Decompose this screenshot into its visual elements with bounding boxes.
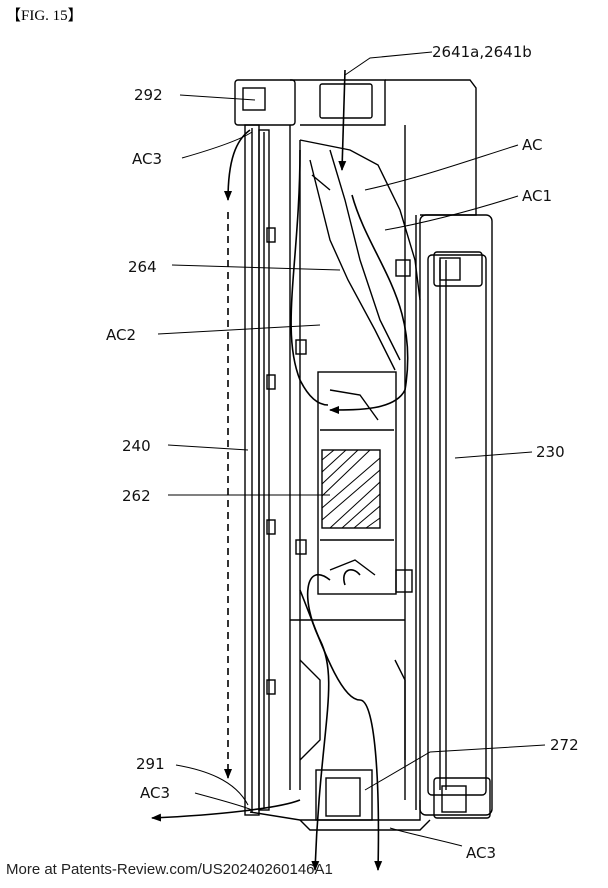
label-ac1: AC1 [522, 187, 552, 205]
label-ac3-top: AC3 [132, 150, 162, 168]
label-240: 240 [122, 437, 151, 455]
label-264: 264 [128, 258, 157, 276]
label-230: 230 [536, 443, 565, 461]
label-262: 262 [122, 487, 151, 505]
label-ac3-bottom-right: AC3 [466, 844, 496, 862]
housing-structure [234, 79, 493, 831]
label-ac2: AC2 [106, 326, 136, 344]
figure-label: 【FIG. 15】 [6, 8, 83, 24]
label-ac: AC [522, 136, 542, 154]
airflow-lines [151, 69, 409, 871]
label-292: 292 [134, 86, 163, 104]
leader-lines [157, 51, 546, 847]
label-291: 291 [136, 755, 165, 773]
fan-262 [317, 371, 397, 595]
source-footer: More at Patents-Review.com/US20240260146… [6, 861, 333, 878]
label-2641ab: 2641a,2641b [432, 43, 532, 61]
label-ac3-bottom-left: AC3 [140, 784, 170, 802]
label-272: 272 [550, 736, 579, 754]
